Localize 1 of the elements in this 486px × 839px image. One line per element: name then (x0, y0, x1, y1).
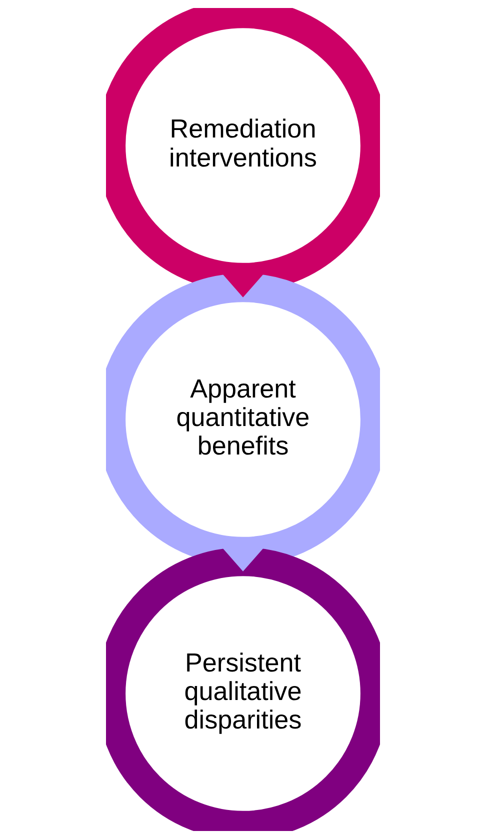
node-circle: Persistent qualitative disparities (106, 547, 380, 831)
